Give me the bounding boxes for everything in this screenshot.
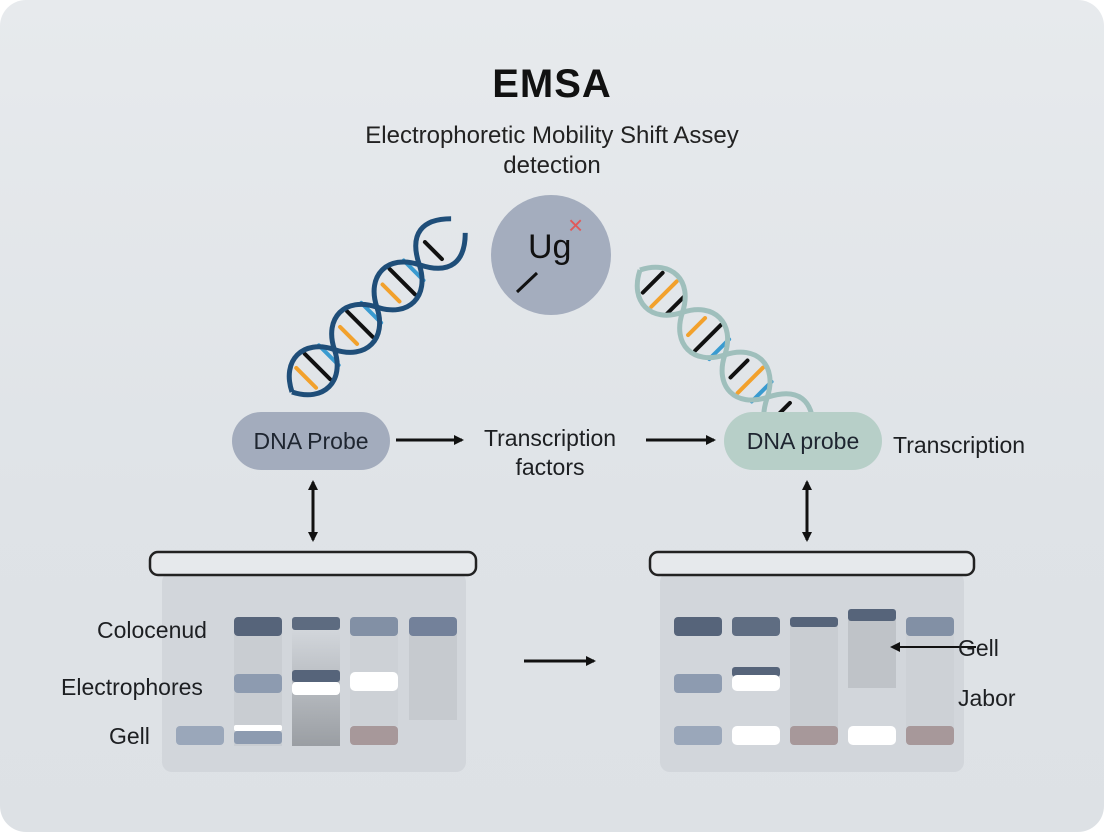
page-title: EMSA [492,62,612,106]
gel-label-gell: Gell [958,635,999,661]
transcription-label-right: Transcription [893,432,1026,458]
dna-probe-right-node: DNA probe [724,412,882,470]
left-gel [148,550,478,772]
transcription-factors-line-1: Transcription [483,425,617,451]
gel-label-electrophores: Electrophores [61,674,203,700]
subtitle-line-1: Electrophoretic Mobility Shift Assey [365,122,739,149]
transcription-factors-line-2: factors [515,454,585,480]
center-icon-text: Ug [528,228,572,266]
magnifier-icon [491,195,611,315]
dna-helix-left-icon [286,216,468,398]
gel-label-gelly: Gell [109,723,150,749]
gel-label-jabor: Jabor [958,685,1016,711]
close-icon: × [568,210,584,240]
right-gel [648,550,976,772]
subtitle-line-2: detection [503,152,601,179]
gel-label-colocenud: Colocenud [97,617,207,643]
dna-probe-left-node: DNA Probe [232,412,390,470]
